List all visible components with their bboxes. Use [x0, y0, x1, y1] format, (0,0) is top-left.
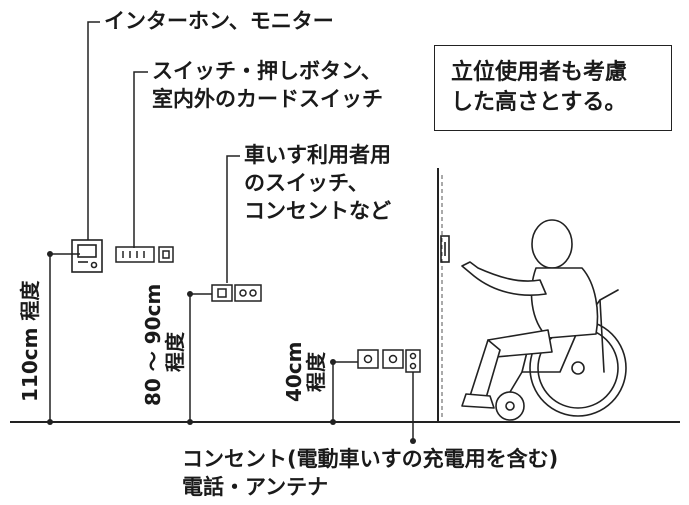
height-label-40-b: 程度 [304, 352, 328, 392]
switch-panel-icon [115, 246, 174, 263]
height-label-40-a: 40cm [282, 341, 306, 402]
wheelchair-user-icon [461, 219, 627, 421]
height-label-110: 110cm 程度 [18, 280, 42, 402]
leader-switches [133, 71, 148, 248]
label-wheelchair-line2: のスイッチ、 [244, 171, 369, 195]
leader-outlet-dot [410, 438, 416, 444]
leader-wheelchair [226, 155, 240, 283]
marker-dot-40-floor [330, 419, 336, 425]
marker-dot-110-top [47, 251, 53, 257]
height-marker-110 [49, 253, 80, 422]
marker-dot-40-top [330, 359, 336, 365]
label-wheelchair-line1: 車いす利用者用 [244, 143, 391, 167]
height-marker-40 [332, 361, 358, 422]
height-label-80-90-b: 程度 [163, 332, 187, 372]
height-marker-80-90 [189, 293, 212, 422]
label-intercom: インターホン、モニター [104, 9, 334, 33]
wheelchair-switch-outlet-icon [211, 284, 262, 302]
note-line1: 立位使用者も考慮 [451, 60, 628, 85]
intercom-icon [71, 239, 103, 273]
label-switches-line1: スイッチ・押しボタン、 [152, 59, 382, 83]
wall-switch-icon [440, 235, 450, 263]
marker-dot-80-top [187, 291, 193, 297]
marker-dot-110-floor [47, 419, 53, 425]
leader-intercom [87, 21, 100, 240]
note-box: 立位使用者も考慮 した高さとする。 [434, 45, 672, 131]
height-label-80-90-a: 80 ～ 90cm [141, 283, 165, 406]
label-outlet-line2: 電話・アンテナ [182, 475, 329, 499]
label-switches-line2: 室内外のカードスイッチ [152, 87, 383, 111]
label-wheelchair-line3: コンセントなど [244, 199, 391, 223]
note-line2: した高さとする。 [451, 90, 627, 115]
marker-dot-80-floor [187, 419, 193, 425]
label-outlet-line1: コンセント(電動車いすの充電用を含む) [182, 447, 559, 471]
outlet-icon [357, 349, 421, 373]
